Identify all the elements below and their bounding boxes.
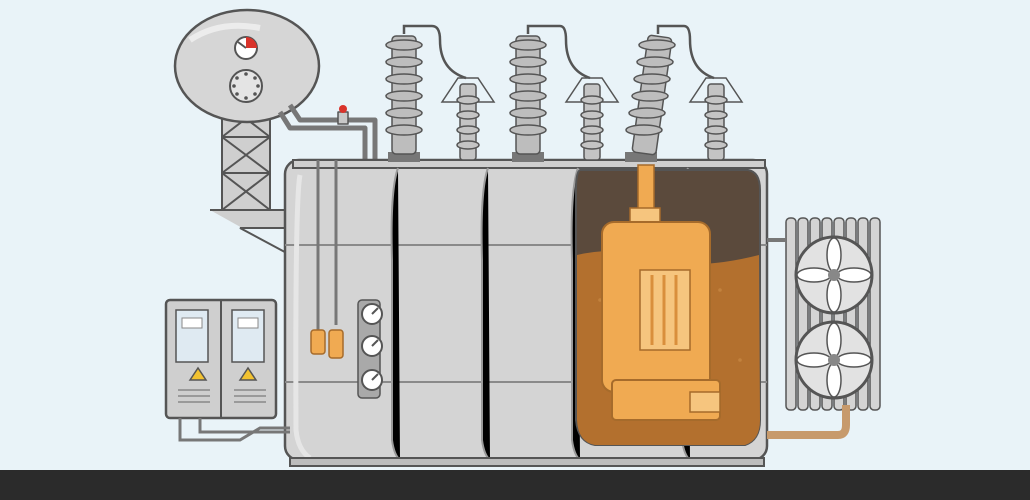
bushing-2 xyxy=(509,35,547,162)
relay-tubes xyxy=(310,160,344,359)
oil-return-pipe xyxy=(767,405,850,439)
core-lead xyxy=(637,164,655,214)
lv-bushing-3 xyxy=(688,77,744,161)
radiator-bank xyxy=(767,217,881,439)
breather-2 xyxy=(328,329,344,359)
warning-sign-icon-2 xyxy=(238,366,258,381)
pressure-gauge-icon xyxy=(361,335,383,357)
conservator-tank xyxy=(173,8,321,124)
lv-bushing-2 xyxy=(564,77,620,161)
valve-icon xyxy=(339,105,347,113)
high-voltage-bushings xyxy=(385,34,676,162)
bushing-3 xyxy=(625,34,676,162)
bushing-1 xyxy=(385,35,423,162)
temperature-gauge-icon xyxy=(361,303,383,325)
breather-1 xyxy=(310,329,326,355)
ground-strip xyxy=(0,470,1030,500)
conservator-pipes xyxy=(277,103,378,160)
control-cabinet xyxy=(164,298,290,442)
tank-cutaway xyxy=(575,164,761,446)
warning-sign-icon xyxy=(188,366,208,381)
cooling-fan-1 xyxy=(794,235,874,315)
cooling-fan-2 xyxy=(794,320,874,400)
lv-bushing-1 xyxy=(440,77,496,161)
low-voltage-bushings xyxy=(440,77,744,161)
winding-gauge-icon xyxy=(361,369,383,391)
connection-wires xyxy=(402,24,715,80)
tank-gauges xyxy=(357,299,383,399)
